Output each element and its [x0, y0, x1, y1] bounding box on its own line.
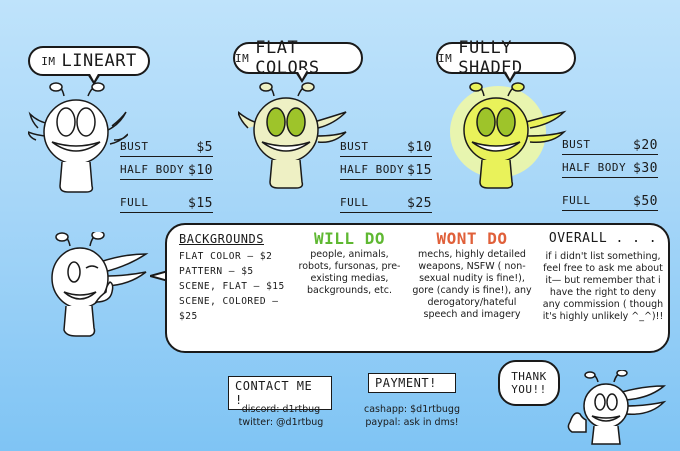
- price-row: BUST $10: [340, 138, 432, 157]
- contact-title: CONTACT ME !: [228, 376, 332, 410]
- backgrounds-item: PATTERN – $5: [179, 266, 254, 277]
- tier-flat-prices: BUST $10 HALF BODY $15 FULL $25: [340, 138, 432, 217]
- payment-title: PAYMENT!: [368, 373, 456, 393]
- tier-lineart-bubble: IM LINEART: [28, 46, 150, 85]
- discord-link[interactable]: discord: d1rtbug: [241, 404, 321, 415]
- thank-you-bubble: THANK YOU!!: [498, 360, 560, 406]
- price-label: FULL: [120, 196, 149, 209]
- wont-do-column: WONT DO mechs, highly detailed weapons, …: [412, 229, 532, 321]
- tier-shaded-im: IM: [438, 51, 453, 65]
- price-amount: $15: [407, 163, 432, 178]
- price-amount: $5: [196, 140, 213, 155]
- price-row: HALF BODY $15: [340, 161, 432, 180]
- backgrounds-item: FLAT COLOR – $2: [179, 251, 273, 262]
- price-label: BUST: [340, 140, 369, 153]
- thank-you-text: THANK YOU!!: [511, 370, 547, 396]
- paypal-info: paypal: ask in dms!: [365, 417, 459, 428]
- fully-shaded-character: [450, 82, 567, 189]
- price-row: FULL $25: [340, 194, 432, 213]
- cashapp-link[interactable]: cashapp: $d1rtbugg: [364, 404, 460, 415]
- price-row: BUST $5: [120, 138, 213, 157]
- price-amount: $20: [633, 138, 658, 153]
- tier-lineart-im: IM: [41, 54, 56, 68]
- tier-lineart-title: LINEART: [61, 51, 137, 71]
- price-amount: $30: [633, 161, 658, 176]
- twitter-link[interactable]: twitter: @d1rtbug: [238, 417, 324, 428]
- wont-do-title: WONT DO: [436, 229, 508, 248]
- price-amount: $10: [407, 140, 432, 155]
- backgrounds-column: BACKGROUNDS FLAT COLOR – $2 PATTERN – $5…: [179, 233, 297, 324]
- tier-shaded-prices: BUST $20 HALF BODY $30 FULL $50: [562, 136, 658, 215]
- backgrounds-list: FLAT COLOR – $2 PATTERN – $5 SCENE, FLAT…: [179, 249, 297, 324]
- flat-color-character: [238, 82, 347, 189]
- price-row: FULL $50: [562, 192, 658, 211]
- backgrounds-title: BACKGROUNDS: [179, 232, 264, 246]
- price-amount: $50: [633, 194, 658, 209]
- backgrounds-item: SCENE, COLORED – $25: [179, 296, 279, 322]
- will-do-column: WILL DO people, animals, robots, fursona…: [297, 229, 402, 297]
- tier-lineart-prices: BUST $5 HALF BODY $10 FULL $15: [120, 138, 213, 217]
- price-amount: $15: [188, 196, 213, 211]
- price-label: FULL: [562, 194, 591, 207]
- price-label: HALF BODY: [562, 161, 627, 174]
- price-label: BUST: [562, 138, 591, 151]
- will-do-title: WILL DO: [314, 229, 385, 248]
- tier-flat-bubble: IM FLAT COLORS: [233, 38, 363, 83]
- price-row: BUST $20: [562, 136, 658, 155]
- thumbs-up-character: [51, 232, 149, 337]
- price-row: HALF BODY $10: [120, 161, 213, 180]
- payment-details: cashapp: $d1rtbugg paypal: ask in dms!: [352, 403, 472, 429]
- price-row: HALF BODY $30: [562, 159, 658, 178]
- price-amount: $25: [407, 196, 432, 211]
- overall-text: if i didn't list something, feel free to…: [542, 251, 664, 322]
- tier-flat-im: IM: [235, 51, 250, 65]
- overall-title: OVERALL . . .: [548, 231, 658, 246]
- contact-details: discord: d1rtbug twitter: @d1rtbug: [226, 403, 336, 429]
- info-box: BACKGROUNDS FLAT COLOR – $2 PATTERN – $5…: [165, 223, 670, 353]
- tier-shaded-bubble: IM FULLY SHADED: [436, 38, 576, 83]
- overall-column: OVERALL . . . if i didn't list something…: [542, 231, 664, 323]
- price-label: HALF BODY: [120, 163, 185, 176]
- backgrounds-item: SCENE, FLAT – $15: [179, 281, 285, 292]
- lineart-character: [28, 82, 128, 193]
- thank-you-character: [567, 370, 667, 445]
- price-row: FULL $15: [120, 194, 213, 213]
- price-amount: $10: [188, 163, 213, 178]
- price-label: HALF BODY: [340, 163, 405, 176]
- will-do-text: people, animals, robots, fursonas, pre-e…: [298, 249, 401, 296]
- price-label: FULL: [340, 196, 369, 209]
- wont-do-text: mechs, highly detailed weapons, NSFW ( n…: [412, 249, 532, 320]
- price-label: BUST: [120, 140, 149, 153]
